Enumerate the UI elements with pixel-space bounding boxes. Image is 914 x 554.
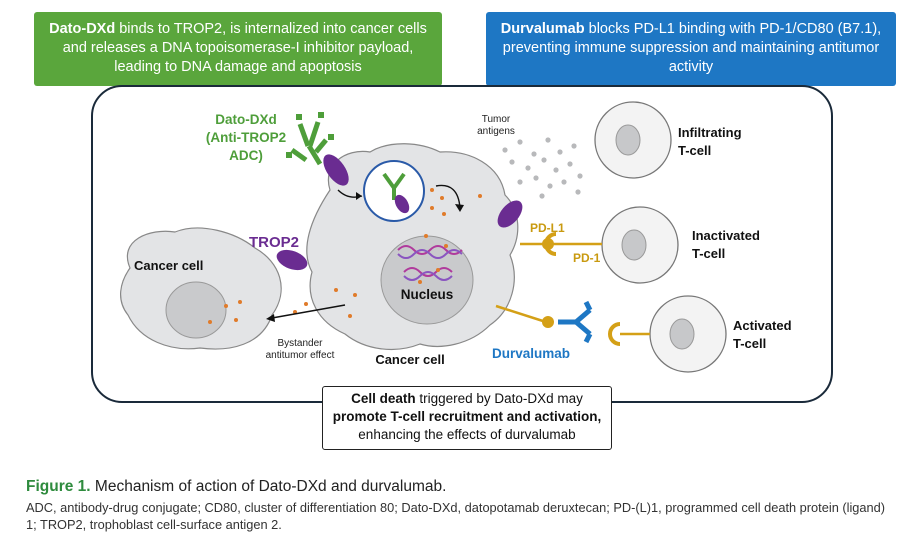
cell-death-callout: Cell death triggered by Dato-DXd may pro…	[322, 386, 612, 450]
mechanism-diagram: Dato-DXd (Anti-TROP2 ADC) TROP2 Tumor an…	[91, 85, 833, 403]
tumor-antigens-label-1: Tumor	[482, 114, 511, 125]
durvalumab-banner: Durvalumab blocks PD-L1 binding with PD-…	[486, 12, 896, 86]
banner-right-bold: Durvalumab	[500, 21, 585, 37]
dato-dxd-adc-icon	[286, 112, 334, 166]
pdl1-stalk	[495, 304, 547, 324]
trop2-receptor-icon	[276, 249, 308, 271]
pd1-label: PD-1	[573, 251, 601, 265]
nucleus	[380, 235, 474, 325]
arrow-head	[455, 204, 464, 212]
activated-t-cell	[649, 295, 727, 373]
dna-strand	[403, 267, 453, 277]
inactivated-label-2: T-cell	[692, 246, 725, 261]
internalized-trop2-icon	[394, 194, 410, 214]
left-cancer-cell-label: Cancer cell	[134, 258, 203, 273]
trop2-receptor-bound-icon	[323, 154, 349, 186]
figure-caption: Figure 1. Mechanism of action of Dato-DX…	[26, 478, 896, 533]
infiltrating-t-cell	[594, 101, 672, 179]
payload-dots	[208, 188, 482, 324]
arrow-head	[356, 192, 362, 200]
banner-left-bold: Dato-DXd	[49, 21, 116, 37]
pdl1-label: PD-L1	[530, 221, 565, 235]
activated-label-1: Activated	[733, 318, 792, 333]
bystander-label-1: Bystander	[277, 338, 323, 349]
inactivated-t-cell	[601, 206, 679, 284]
caption-title-text: Mechanism of action of Dato-DXd and durv…	[90, 478, 447, 495]
internalized-adc-icon	[382, 172, 406, 200]
callout-text-1: triggered by Dato-DXd may	[415, 391, 583, 406]
pdl1-receptor-icon	[497, 200, 523, 228]
adc-label-1: Dato-DXd	[215, 112, 277, 127]
arrow-head	[266, 314, 275, 322]
banner-right-text: blocks PD-L1 binding with PD-1/CD80 (B7.…	[502, 21, 882, 75]
dna-strand	[397, 245, 463, 255]
callout-bold-1: Cell death	[351, 391, 416, 406]
tumor-antigen-dots	[502, 137, 583, 199]
release-arrow	[435, 184, 461, 209]
adc-label-3: ADC)	[229, 148, 263, 163]
banner-left-text: binds to TROP2, is internalized into can…	[62, 21, 427, 75]
free-pd1-icon	[608, 322, 621, 346]
adc-label-2: (Anti-TROP2	[206, 130, 286, 145]
inactivated-label-1: Inactivated	[692, 228, 760, 243]
nucleus-label: Nucleus	[401, 287, 454, 302]
trop2-label: TROP2	[249, 234, 299, 251]
infiltrating-label-2: T-cell	[678, 143, 711, 158]
callout-text-2: enhancing the effects of durvalumab	[358, 427, 576, 442]
tumor-antigens-label-2: antigens	[477, 126, 515, 137]
dato-dxd-banner: Dato-DXd binds to TROP2, is internalized…	[34, 12, 442, 86]
caption-title: Figure 1. Mechanism of action of Dato-DX…	[26, 478, 896, 496]
infiltrating-label-1: Infiltrating	[678, 125, 742, 140]
left-cell-nucleus	[165, 281, 227, 339]
dna-strand	[397, 249, 463, 259]
activated-label-2: T-cell	[733, 336, 766, 351]
durvalumab-antibody-icon	[558, 300, 593, 344]
figure-label: Figure 1.	[26, 478, 91, 495]
pd1-icon	[544, 232, 557, 256]
main-cancer-cell-label: Cancer cell	[375, 352, 444, 367]
bystander-arrow	[271, 304, 346, 319]
caption-abbreviations: ADC, antibody-drug conjugate; CD80, clus…	[26, 500, 886, 532]
blocked-pdl1-icon	[542, 316, 554, 328]
bystander-label-2: antitumor effect	[266, 350, 335, 361]
dna-strand	[403, 271, 453, 281]
durvalumab-label: Durvalumab	[492, 346, 570, 361]
callout-bold-2: promote T-cell recruitment and activatio…	[332, 409, 602, 424]
